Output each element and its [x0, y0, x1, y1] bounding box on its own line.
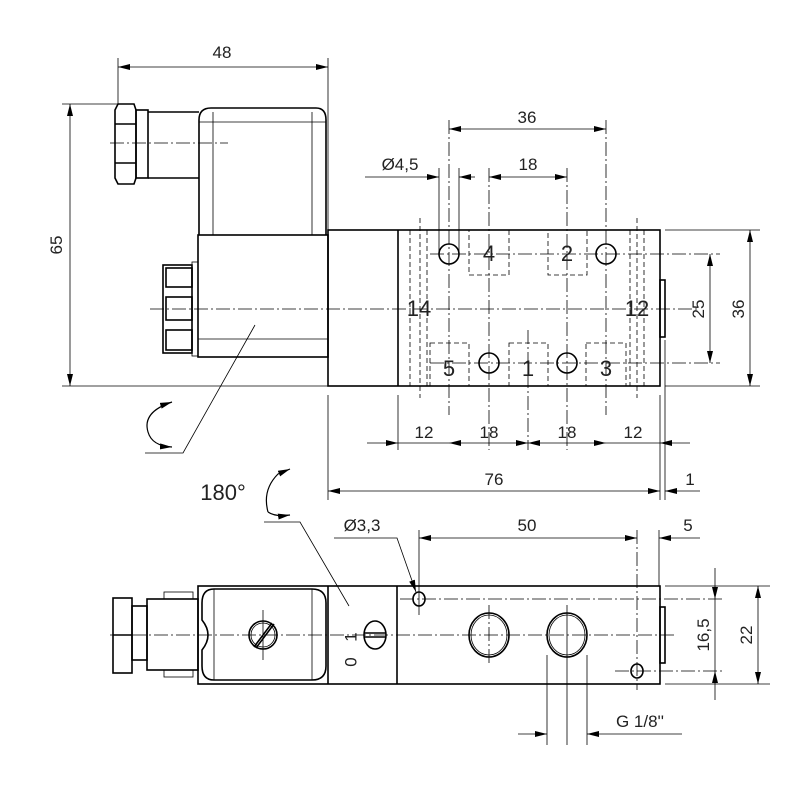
dim-48: 48 [213, 43, 232, 62]
dim-36-top: 36 [518, 108, 537, 127]
port-5-label: 5 [443, 356, 455, 381]
dim-25: 25 [689, 300, 708, 319]
dim-18-top: 18 [519, 155, 538, 174]
pilot-14-label: 14 [407, 296, 431, 321]
dim-76: 76 [485, 470, 504, 489]
dim-65: 65 [47, 236, 66, 255]
dim-12-left: 12 [415, 423, 434, 442]
dim-18-left: 18 [480, 423, 499, 442]
dim-5: 5 [683, 516, 692, 535]
end-tab [659, 279, 666, 338]
dim-18-right: 18 [558, 423, 577, 442]
dim-thread: G 1/8'' [616, 712, 664, 731]
override-off-label: 0 [341, 657, 360, 666]
dim-hole-diameter: Ø4,5 [382, 155, 419, 174]
dim-16-5: 16,5 [694, 618, 713, 651]
side-view: 1 0 50 5 Ø3,3 16,5 22 [110, 516, 770, 745]
port-2-label: 2 [561, 241, 573, 266]
dim-1: 1 [685, 470, 694, 489]
dim-12-right: 12 [624, 423, 643, 442]
dim-22: 22 [737, 626, 756, 645]
dim-50: 50 [518, 516, 537, 535]
cable-gland-nut [110, 103, 228, 185]
coil-connector [198, 107, 327, 235]
port-3-label: 3 [600, 356, 612, 381]
override-on-label: 1 [341, 632, 360, 641]
port-1-label: 1 [522, 356, 534, 381]
dim-mount-hole-diameter: Ø3,3 [344, 516, 381, 535]
rotate-180-arrow-icon [265, 468, 291, 513]
port-4-label: 4 [483, 241, 495, 266]
top-view: 4 2 5 1 3 14 12 48 65 36 Ø4,5 18 [47, 43, 760, 500]
dim-36-right: 36 [729, 300, 748, 319]
rotation-label: 180° [200, 480, 246, 505]
pilot-12-label: 12 [625, 296, 649, 321]
rotate-arrow-icon [146, 401, 173, 450]
